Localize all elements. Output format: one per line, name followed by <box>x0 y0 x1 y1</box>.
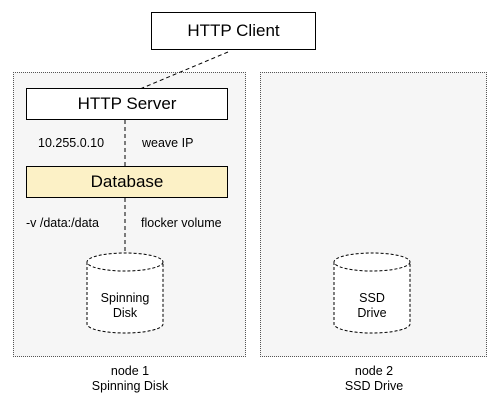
spinning-disk-line2: Disk <box>112 306 138 320</box>
http-client-box: HTTP Client <box>151 12 316 50</box>
volume-mount-label: -v /data:/data <box>26 216 99 230</box>
node2-caption-type: SSD Drive <box>344 379 404 393</box>
ssd-drive-label: SSD Drive <box>334 291 410 321</box>
http-client-label: HTTP Client <box>187 21 280 40</box>
http-server-label: HTTP Server <box>77 94 177 113</box>
ssd-drive-cylinder <box>333 252 411 334</box>
weave-ip-value: 10.255.0.10 <box>38 136 105 150</box>
flocker-volume-label: flocker volume <box>141 216 222 230</box>
spinning-disk-line1: Spinning <box>100 291 150 305</box>
spinning-disk-cylinder <box>86 252 164 334</box>
database-label: Database <box>90 172 164 191</box>
http-server-box: HTTP Server <box>26 88 228 120</box>
ssd-drive-line2: Drive <box>357 306 387 320</box>
node2-caption: node 2 SSD Drive <box>284 364 464 394</box>
spinning-disk-label: Spinning Disk <box>87 291 163 321</box>
weave-ip-label: weave IP <box>142 136 194 150</box>
node1-caption: node 1 Spinning Disk <box>40 364 220 394</box>
ssd-drive-line1: SSD <box>359 291 385 305</box>
client-server-link <box>139 51 229 90</box>
node2-caption-name: node 2 <box>354 364 394 378</box>
node1-caption-name: node 1 <box>110 364 150 378</box>
database-box: Database <box>26 166 228 198</box>
node1-caption-type: Spinning Disk <box>91 379 169 393</box>
